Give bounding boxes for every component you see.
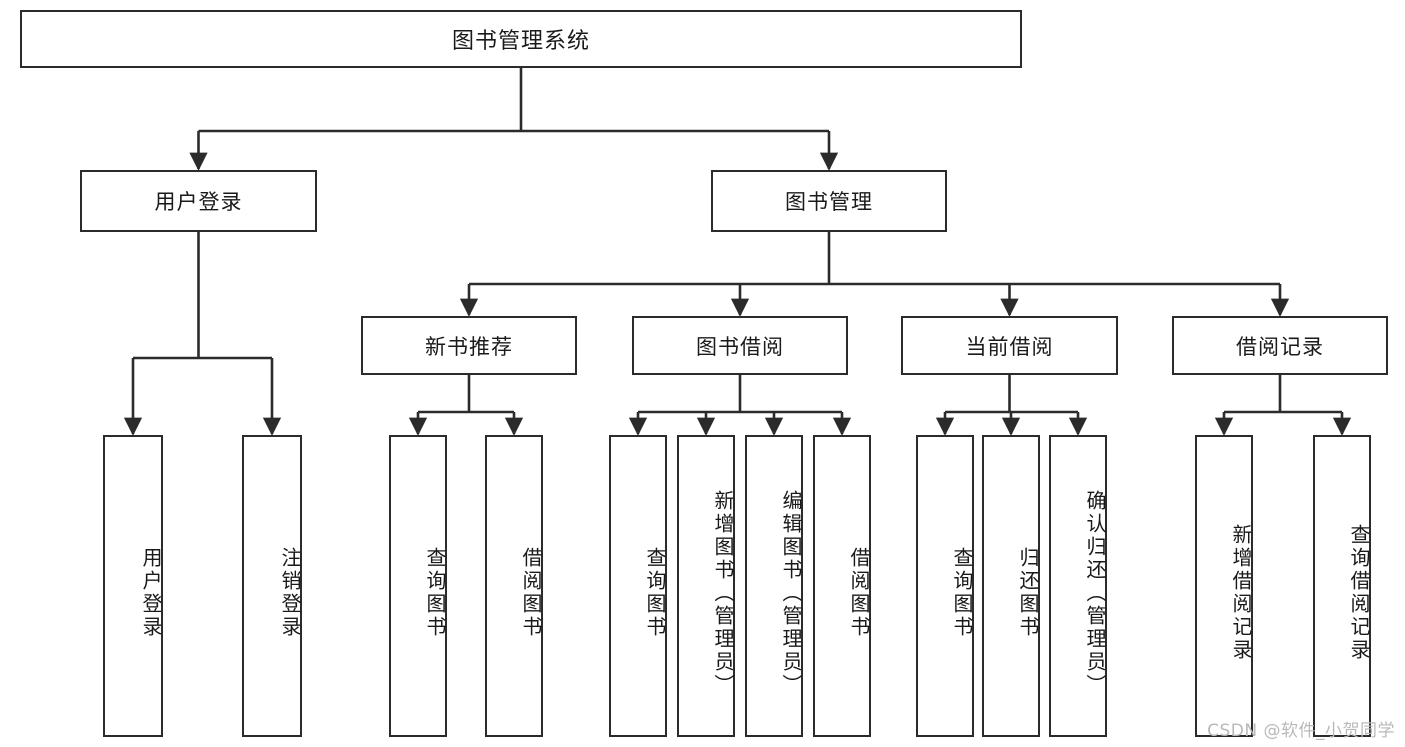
node-leaf-query-book-1[interactable]: 查询图书: [389, 435, 447, 737]
node-label: 查询图书: [950, 547, 974, 639]
node-leaf-borrow-book-2[interactable]: 借阅图书: [813, 435, 871, 737]
node-leaf-confirm-return[interactable]: 确认归还（管理员）: [1049, 435, 1107, 737]
node-borrow-record[interactable]: 借阅记录: [1172, 316, 1388, 375]
node-leaf-edit-book[interactable]: 编辑图书（管理员）: [745, 435, 803, 737]
node-label: 图书借阅: [696, 334, 784, 359]
node-leaf-add-record[interactable]: 新增借阅记录: [1195, 435, 1253, 737]
node-leaf-query-book-2[interactable]: 查询图书: [609, 435, 667, 737]
node-label: 确认归还（管理员）: [1083, 489, 1107, 697]
node-leaf-user-logout[interactable]: 注销登录: [242, 435, 302, 737]
node-leaf-query-book-3[interactable]: 查询图书: [916, 435, 974, 737]
node-book-borrow[interactable]: 图书借阅: [632, 316, 848, 375]
node-label: 归还图书: [1016, 547, 1040, 639]
node-label: 用户登录: [139, 547, 163, 639]
node-label: 当前借阅: [965, 334, 1054, 359]
node-label: 查询图书: [423, 547, 447, 639]
node-leaf-query-record[interactable]: 查询借阅记录: [1313, 435, 1371, 737]
node-label: 编辑图书（管理员）: [779, 489, 803, 697]
node-label: 新增图书（管理员）: [711, 489, 735, 697]
node-book-manage[interactable]: 图书管理: [711, 170, 947, 232]
node-label: 图书管理系统: [451, 29, 590, 54]
node-label: 借阅图书: [519, 547, 543, 639]
node-label: 图书管理: [785, 190, 873, 214]
node-root[interactable]: 图书管理系统: [20, 10, 1022, 68]
node-new-book-rec[interactable]: 新书推荐: [361, 316, 577, 375]
node-label: 新增借阅记录: [1229, 524, 1253, 662]
node-label: 借阅图书: [847, 547, 871, 639]
node-label: 新书推荐: [425, 334, 513, 359]
node-leaf-add-book[interactable]: 新增图书（管理员）: [677, 435, 735, 737]
node-label: 借阅记录: [1236, 334, 1324, 359]
node-leaf-return-book[interactable]: 归还图书: [982, 435, 1040, 737]
node-label: 查询图书: [643, 547, 667, 639]
node-user-login[interactable]: 用户登录: [80, 170, 317, 232]
node-label: 用户登录: [154, 190, 243, 214]
node-label: 查询借阅记录: [1347, 524, 1371, 662]
node-label: 注销登录: [278, 547, 302, 639]
node-leaf-borrow-book-1[interactable]: 借阅图书: [485, 435, 543, 737]
node-leaf-user-login[interactable]: 用户登录: [103, 435, 163, 737]
node-current-borrow[interactable]: 当前借阅: [901, 316, 1118, 375]
